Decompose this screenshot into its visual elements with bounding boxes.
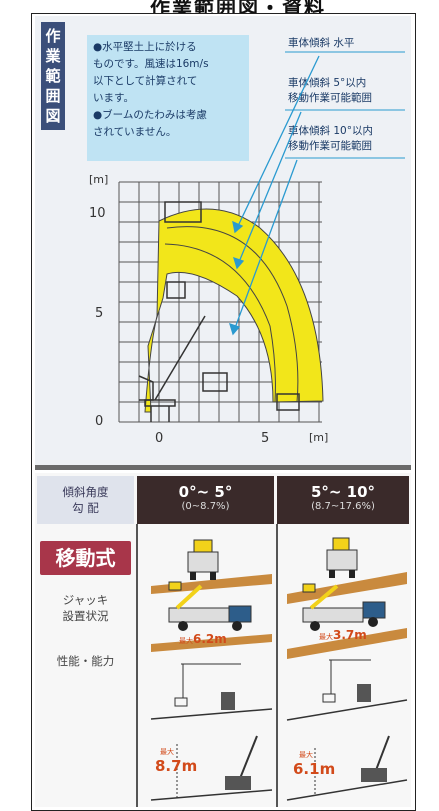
reach-prefix: 最大 bbox=[319, 633, 333, 641]
performance-label: 性能・能力 bbox=[56, 654, 115, 668]
slope-col1 bbox=[150, 539, 273, 801]
section-title-char: 作 bbox=[45, 27, 61, 45]
x-axis-unit: [m] bbox=[309, 431, 329, 444]
notes-box: ●水平堅土上に於ける ものです。風速は16m/s 以下として計算されて います。… bbox=[87, 35, 249, 161]
truck-rear-icon bbox=[326, 537, 358, 578]
legend-arrows bbox=[229, 55, 320, 336]
y-tick-label: 0 bbox=[95, 414, 104, 429]
slope-col2 bbox=[286, 537, 408, 801]
legend-line: 移動作業可能範囲 bbox=[288, 92, 372, 104]
legend-line: 移動作業可能範囲 bbox=[288, 140, 372, 152]
x-tick-label: 0 bbox=[155, 431, 164, 446]
x-tick-label: 5 bbox=[261, 431, 270, 446]
y-tick-label: 5 bbox=[95, 306, 104, 321]
legend-five-degree: 車体傾斜 5°以内 移動作業可能範囲 bbox=[288, 76, 372, 106]
note-line: ものです。風速は16m/s bbox=[93, 58, 209, 70]
section-title: 作 業 範 囲 図 bbox=[41, 22, 65, 130]
note-line: されていません。 bbox=[93, 126, 177, 138]
header-line: 勾 配 bbox=[72, 501, 99, 515]
col2-reach-value: 3.7m bbox=[333, 628, 367, 642]
note-line: ●水平堅土上に於ける bbox=[93, 41, 197, 53]
legend-line: 車体傾斜 10°以内 bbox=[288, 125, 373, 137]
section-title-char: 業 bbox=[45, 47, 61, 65]
label-line: ジャッキ bbox=[62, 593, 109, 607]
table-header-col1: 0°~ 5° (0~8.7%) bbox=[137, 476, 274, 524]
column-divider bbox=[136, 524, 138, 807]
vehicle-icon bbox=[138, 315, 206, 422]
angle-range: 0°~ 5° bbox=[178, 483, 233, 501]
grade-range: (0~8.7%) bbox=[181, 501, 230, 512]
angle-range: 5°~ 10° bbox=[310, 483, 376, 501]
note-line: います。 bbox=[93, 92, 134, 104]
mobile-mode-badge: 移動式 bbox=[40, 541, 131, 575]
y-tick-label: 10 bbox=[89, 206, 106, 221]
grade-range: (8.7~17.6%) bbox=[311, 501, 375, 512]
section-title-char: 囲 bbox=[45, 87, 61, 105]
jack-status-label: ジャッキ 設置状況 bbox=[40, 592, 131, 624]
col1-reach-value: 6.2m bbox=[193, 632, 227, 646]
section-title-char: 図 bbox=[45, 107, 61, 125]
column-divider bbox=[276, 524, 278, 807]
note-line: ●ブームのたわみは考慮 bbox=[93, 109, 207, 121]
legend-ten-degree: 車体傾斜 10°以内 移動作業可能範囲 bbox=[288, 124, 373, 154]
section-title-char: 範 bbox=[45, 67, 61, 85]
legend-horizontal: 車体傾斜 水平 bbox=[288, 37, 355, 49]
header-line: 傾斜角度 bbox=[62, 485, 109, 499]
reach-prefix: 最大 bbox=[179, 637, 193, 645]
y-axis-unit: [m] bbox=[89, 173, 109, 186]
slope-illustrations bbox=[150, 537, 408, 801]
height-prefix: 最大 bbox=[299, 751, 313, 759]
table-header-col2: 5°~ 10° (8.7~17.6%) bbox=[277, 476, 409, 524]
truck-side-icon bbox=[168, 581, 252, 631]
range-diagram bbox=[118, 51, 405, 423]
height-prefix: 最大 bbox=[160, 748, 174, 756]
table-header-label: 傾斜角度 勾 配 bbox=[37, 476, 134, 524]
truck-side-icon bbox=[302, 583, 386, 631]
col1-height-value: 8.7m bbox=[155, 757, 198, 775]
col2-height-value: 6.1m bbox=[293, 760, 336, 778]
label-line: 設置状況 bbox=[62, 609, 109, 623]
note-line: 以下として計算されて bbox=[93, 75, 198, 87]
working-envelope bbox=[144, 208, 324, 413]
truck-rear-icon bbox=[187, 539, 219, 580]
